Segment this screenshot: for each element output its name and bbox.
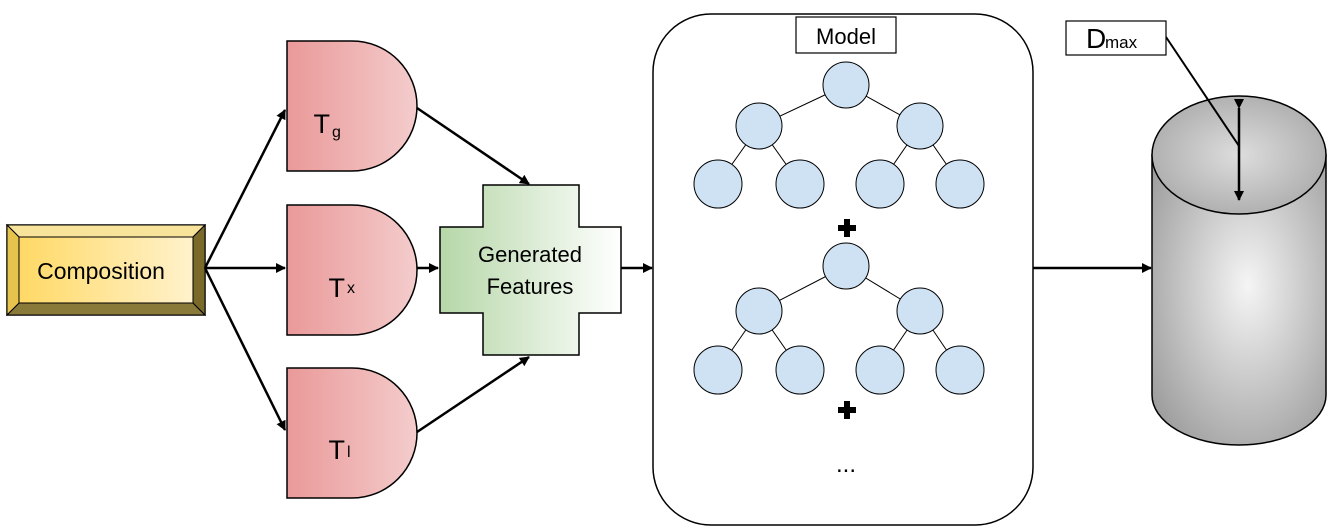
composition-label: Composition: [37, 258, 165, 284]
transform-node-l: T l: [286, 367, 418, 499]
tree-node: [822, 242, 870, 290]
tree-node: [735, 102, 783, 150]
decision-tree-2: [693, 242, 985, 395]
tree-node: [935, 345, 985, 395]
connector-arrows: [203, 106, 1152, 434]
transform-x-subscript: x: [347, 280, 355, 297]
arrow-tl-to-features: [416, 355, 530, 434]
tree-node: [896, 287, 944, 335]
arrow-composition-to-tl: [203, 267, 287, 431]
transform-l-label: T: [329, 435, 346, 465]
plus-sign-2: [838, 401, 856, 419]
output-cylinder: [1151, 36, 1327, 446]
decision-tree-1: [693, 61, 985, 209]
transform-x-label: T: [329, 273, 346, 303]
dmax-leader-line: [1165, 36, 1240, 147]
model-title: Model: [816, 24, 876, 49]
tree-node: [855, 159, 905, 209]
transform-l-subscript: l: [347, 444, 351, 461]
transform-g-label: T: [314, 109, 331, 139]
model-ellipsis: ...: [836, 451, 856, 478]
transform-g-subscript: g: [332, 124, 341, 141]
arrow-composition-to-tg: [203, 109, 287, 269]
tree-node: [822, 61, 870, 109]
transform-node-g: T g: [286, 40, 418, 172]
tree-node: [693, 345, 743, 395]
dmax-main: D: [1086, 23, 1106, 54]
tree-node: [775, 159, 825, 209]
tree-node: [775, 345, 825, 395]
arrow-tg-to-features: [416, 106, 530, 186]
composition-node: Composition: [5, 223, 207, 317]
transform-node-x: T x: [286, 204, 418, 336]
plus-sign-1: [838, 219, 856, 237]
tree-node: [935, 159, 985, 209]
model-title-box: [795, 16, 897, 54]
tree-node: [693, 159, 743, 209]
generated-features-node: Generated Features: [439, 184, 622, 356]
tree-node: [735, 287, 783, 335]
dmax-subscript: max: [1105, 33, 1138, 52]
tree-node: [896, 102, 944, 150]
tree-node: [855, 345, 905, 395]
features-label-line1: Generated: [478, 242, 582, 267]
features-label-line2: Features: [487, 274, 574, 299]
dmax-label: D max: [1065, 20, 1167, 56]
